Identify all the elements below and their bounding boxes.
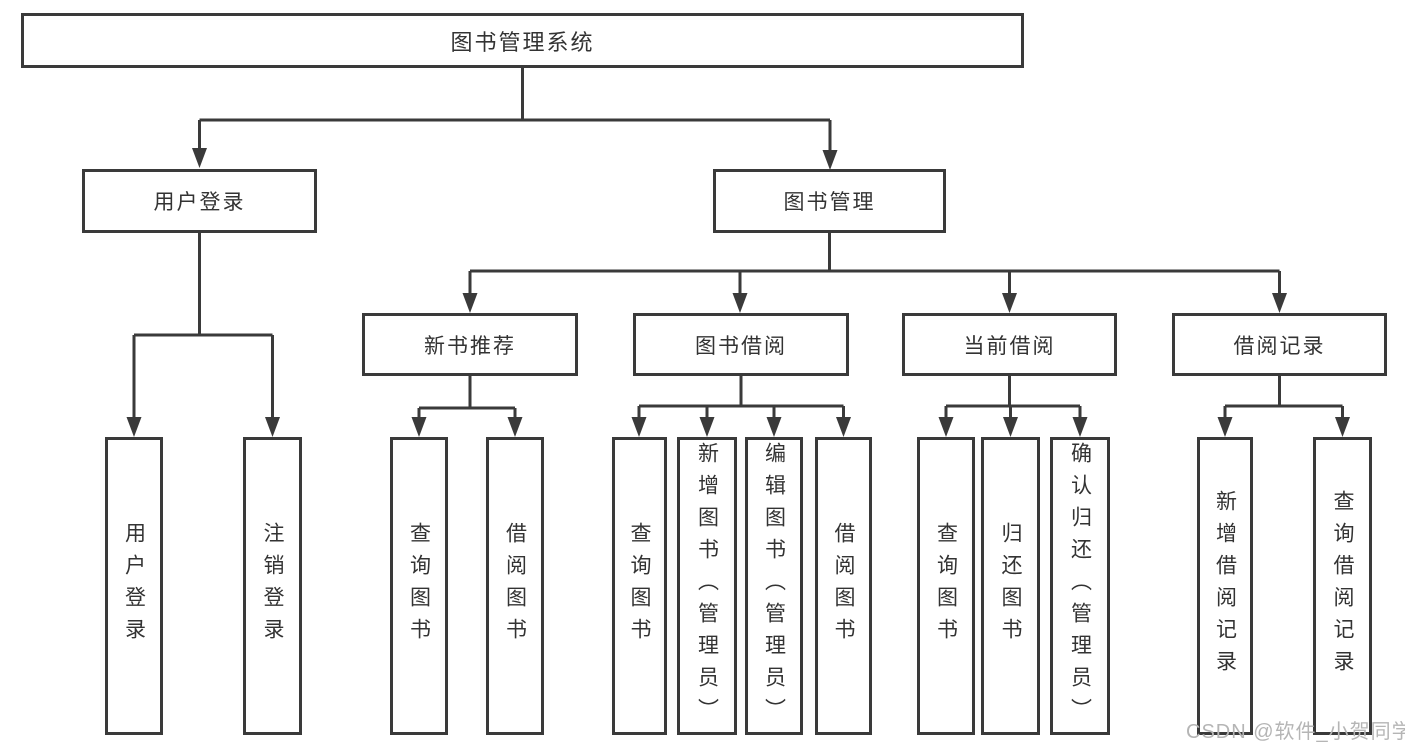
leaf-edit-book-admin: 编辑图书（管理员） bbox=[745, 437, 803, 735]
arrow-down-icon bbox=[126, 417, 142, 437]
watermark: CSDN @软件_小贺同学 bbox=[1186, 721, 1405, 743]
leaf-query-books-2: 查询图书 bbox=[612, 437, 667, 735]
arrow-down-icon bbox=[265, 417, 280, 437]
arrow-down-icon bbox=[1003, 417, 1018, 437]
arrow-down-icon bbox=[766, 417, 782, 437]
node-label: 新增图书（管理员） bbox=[695, 442, 719, 730]
arrow-down-icon bbox=[732, 293, 748, 313]
node-label: 查询图书 bbox=[628, 522, 652, 650]
node-label: 当前借阅 bbox=[963, 334, 1056, 358]
node-library-management-system: 图书管理系统 bbox=[21, 13, 1024, 68]
node-label: 图书管理 bbox=[783, 191, 876, 214]
connector-user-login-children bbox=[126, 233, 280, 437]
leaf-return-book: 归还图书 bbox=[981, 437, 1040, 735]
node-label: 图书借阅 bbox=[695, 334, 787, 358]
leaf-add-book-admin: 新增图书（管理员） bbox=[677, 437, 737, 735]
node-label: 借阅图书 bbox=[503, 522, 527, 650]
leaf-query-books-1: 查询图书 bbox=[390, 437, 448, 735]
node-label: 查询图书 bbox=[407, 522, 431, 650]
leaf-borrow-books-2: 借阅图书 bbox=[815, 437, 872, 735]
connector-line bbox=[468, 233, 1281, 295]
connector-line bbox=[198, 68, 832, 152]
connector-line bbox=[132, 233, 274, 418]
node-label: 图书管理系统 bbox=[450, 29, 595, 55]
node-label: 借阅图书 bbox=[832, 522, 856, 650]
node-book-management: 图书管理 bbox=[713, 169, 946, 233]
leaf-query-borrow-record: 查询借阅记录 bbox=[1313, 437, 1372, 735]
node-user-login: 用户登录 bbox=[82, 169, 317, 233]
node-label: 归还图书 bbox=[999, 522, 1023, 650]
arrow-down-icon bbox=[836, 417, 851, 437]
arrow-down-icon bbox=[1335, 417, 1350, 437]
node-book-borrow: 图书借阅 bbox=[633, 313, 849, 376]
node-label: 用户登录 bbox=[122, 522, 146, 650]
leaf-user-login: 用户登录 bbox=[105, 437, 163, 735]
node-label: 确认归还（管理员） bbox=[1068, 442, 1092, 730]
connector-book-borrow-children bbox=[631, 376, 851, 437]
arrow-down-icon bbox=[938, 417, 954, 437]
node-borrow-record: 借阅记录 bbox=[1172, 313, 1387, 376]
arrow-down-icon bbox=[822, 150, 838, 170]
arrow-down-icon bbox=[192, 148, 207, 168]
arrow-down-icon bbox=[411, 417, 427, 437]
node-label: 查询借阅记录 bbox=[1331, 490, 1355, 682]
arrow-down-icon bbox=[1002, 293, 1017, 313]
node-label: 借阅记录 bbox=[1233, 334, 1326, 358]
leaf-confirm-return-admin: 确认归还（管理员） bbox=[1050, 437, 1110, 735]
arrow-down-icon bbox=[1272, 293, 1287, 313]
leaf-logout: 注销登录 bbox=[243, 437, 302, 735]
node-label: 新书推荐 bbox=[424, 334, 516, 358]
connector-root-to-level2 bbox=[192, 68, 838, 170]
leaf-query-books-3: 查询图书 bbox=[917, 437, 975, 735]
connector-borrow-record-children bbox=[1217, 376, 1350, 437]
node-label: 注销登录 bbox=[261, 522, 285, 650]
connector-line bbox=[1223, 376, 1344, 418]
node-label: 编辑图书（管理员） bbox=[762, 442, 786, 730]
connector-line bbox=[417, 376, 517, 418]
arrow-down-icon bbox=[699, 417, 715, 437]
connector-line bbox=[944, 376, 1082, 418]
arrow-down-icon bbox=[507, 417, 523, 437]
node-current-borrow: 当前借阅 bbox=[902, 313, 1117, 376]
connector-new-book-children bbox=[411, 376, 523, 437]
leaf-add-borrow-record: 新增借阅记录 bbox=[1197, 437, 1253, 735]
arrow-down-icon bbox=[631, 417, 647, 437]
node-label: 查询图书 bbox=[934, 522, 958, 650]
node-label: 新增借阅记录 bbox=[1213, 490, 1237, 682]
arrow-down-icon bbox=[1072, 417, 1088, 437]
leaf-borrow-books-1: 借阅图书 bbox=[486, 437, 544, 735]
arrow-down-icon bbox=[1217, 417, 1233, 437]
node-label: 用户登录 bbox=[153, 191, 246, 214]
node-new-book-recommend: 新书推荐 bbox=[362, 313, 578, 376]
connector-current-borrow-children bbox=[938, 376, 1088, 437]
connector-book-management-children bbox=[462, 233, 1287, 313]
arrow-down-icon bbox=[462, 293, 478, 313]
connector-line bbox=[637, 376, 845, 418]
